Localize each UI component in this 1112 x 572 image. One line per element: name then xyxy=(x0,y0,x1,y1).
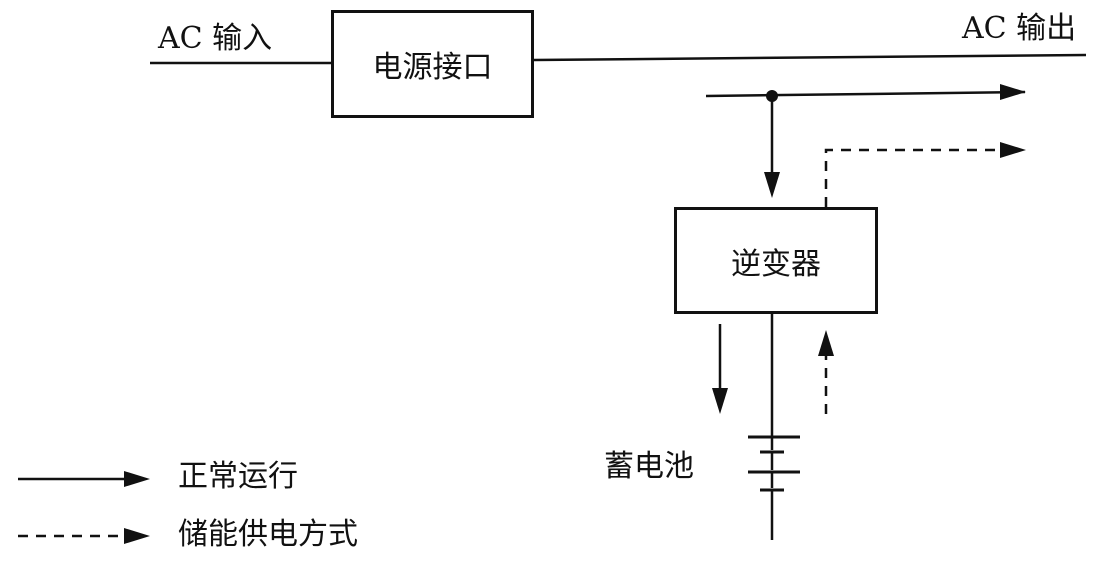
battery-label: 蓄电池 xyxy=(604,449,694,484)
ac-input-label: AC 输入 xyxy=(158,21,273,56)
legend-normal-operation-label: 正常运行 xyxy=(178,459,298,494)
legend-backup-supply-label: 储能供电方式 xyxy=(178,517,358,552)
battery-symbol xyxy=(748,435,800,540)
inverter-block: 逆变器 xyxy=(674,207,878,314)
normal-feed-arrowhead xyxy=(1000,84,1026,100)
inverter-label: 逆变器 xyxy=(731,246,821,282)
ac-output-line xyxy=(533,53,1087,62)
power-interface-label: 电源接口 xyxy=(372,50,493,85)
charge-down-arrowhead xyxy=(764,172,780,198)
legend-solid-arrowhead xyxy=(124,471,150,487)
legend-dashed-arrowhead xyxy=(124,528,150,544)
normal-feed-arrow xyxy=(705,90,1026,98)
power-interface-block: 电源接口 xyxy=(331,10,534,118)
charging-arrowhead xyxy=(712,388,728,414)
ac-output-label: AC 输出 xyxy=(962,11,1077,46)
backup-feed-arrowhead xyxy=(1000,142,1026,158)
backup-feed-path xyxy=(824,148,1002,207)
discharging-arrowhead xyxy=(818,330,834,356)
